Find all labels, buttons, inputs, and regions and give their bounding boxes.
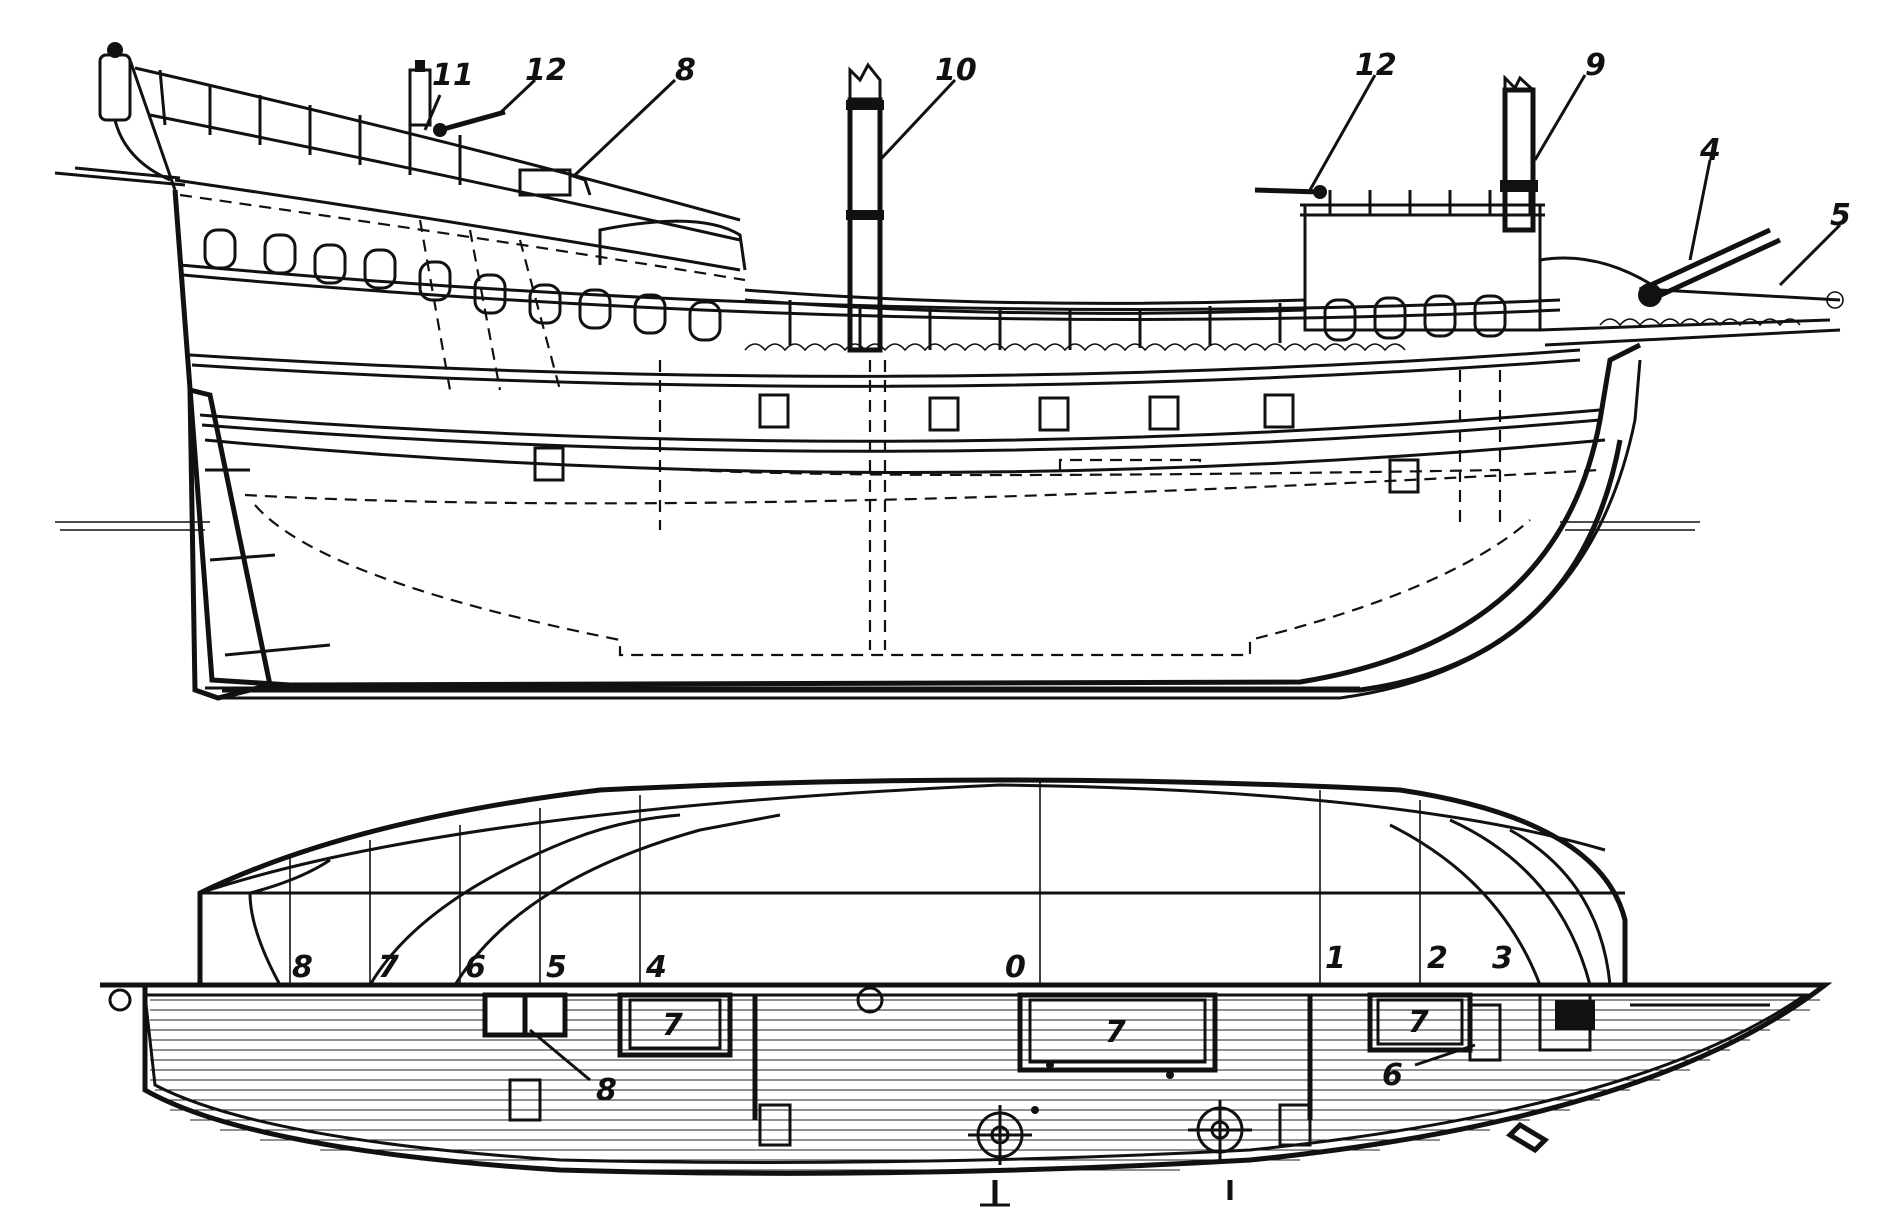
forecastle	[1300, 190, 1841, 347]
hidden-decks	[179, 193, 1601, 657]
swivel-gun-stern	[433, 109, 506, 137]
station-4: 4	[645, 950, 667, 985]
callout-11: 11	[432, 58, 474, 93]
plan-callouts: 8 6	[529, 1028, 1476, 1108]
bow-chaser-gun	[1638, 227, 1782, 307]
hatch-fore: 7	[1367, 992, 1473, 1053]
beakhead-scrollwork	[744, 291, 1844, 352]
rudder	[187, 386, 331, 701]
stern-castle	[128, 59, 747, 272]
deck-plan: 7 7 7	[100, 982, 1833, 1207]
stern-lantern	[98, 42, 171, 182]
station-0: 0	[1005, 950, 1026, 985]
station-8: 8	[292, 950, 313, 985]
deck-planking	[150, 999, 1820, 1171]
waterline	[55, 521, 1700, 531]
station-6: 6	[465, 950, 486, 985]
capstan-fore	[1188, 1100, 1252, 1160]
callout-12-bow: 12	[1355, 48, 1397, 83]
hatch-aft-label: 7	[662, 1008, 683, 1043]
main-mast	[846, 62, 884, 353]
capstan-aft	[968, 1105, 1032, 1165]
callout-12-stern: 12	[525, 53, 567, 88]
station-1: 1	[1325, 941, 1346, 976]
deck-fittings	[482, 986, 1550, 1207]
station-2: 2	[1427, 941, 1448, 976]
hull-outline	[172, 189, 1642, 700]
gun-ports	[533, 393, 1420, 494]
station-lines	[289, 780, 1421, 985]
station-3: 3	[1492, 941, 1513, 976]
waist-rail	[744, 288, 1306, 350]
frame-curves	[248, 813, 1612, 986]
callout-8: 8	[675, 53, 696, 88]
station-labels: 8 7 6 5 4 0 1 2 3	[292, 941, 1513, 985]
hatch-aft: 7	[617, 992, 733, 1058]
profile-callouts: 11 12 8 10 12 9 4 5	[423, 48, 1851, 287]
callout-9: 9	[1585, 48, 1606, 83]
fore-mast	[1500, 74, 1538, 233]
deck-outline	[100, 982, 1833, 1176]
swivel-gun-bow	[1254, 185, 1327, 199]
mizzen-mast	[408, 60, 432, 127]
hatch-fore-label: 7	[1408, 1005, 1429, 1040]
hatch-main: 7	[1017, 992, 1218, 1073]
side-profile: 11 12 8 10 12 9 4 5	[54, 42, 1851, 701]
wales	[179, 263, 1606, 474]
callout-5: 5	[1830, 198, 1851, 233]
station-5: 5	[546, 950, 567, 985]
stern-bitts	[518, 168, 592, 197]
callout-10: 10	[935, 53, 977, 88]
bow-anchor-gear	[1538, 993, 1780, 1052]
plan-callout-8: 8	[596, 1073, 617, 1108]
plan-callout-6: 6	[1382, 1058, 1403, 1093]
hatch-main-label: 7	[1105, 1015, 1126, 1050]
station-7: 7	[378, 950, 399, 985]
callout-4: 4	[1699, 133, 1721, 168]
body-plan: 8 7 6 5 4 0 1 2 3	[197, 777, 1628, 988]
bow-windows	[1323, 294, 1507, 342]
